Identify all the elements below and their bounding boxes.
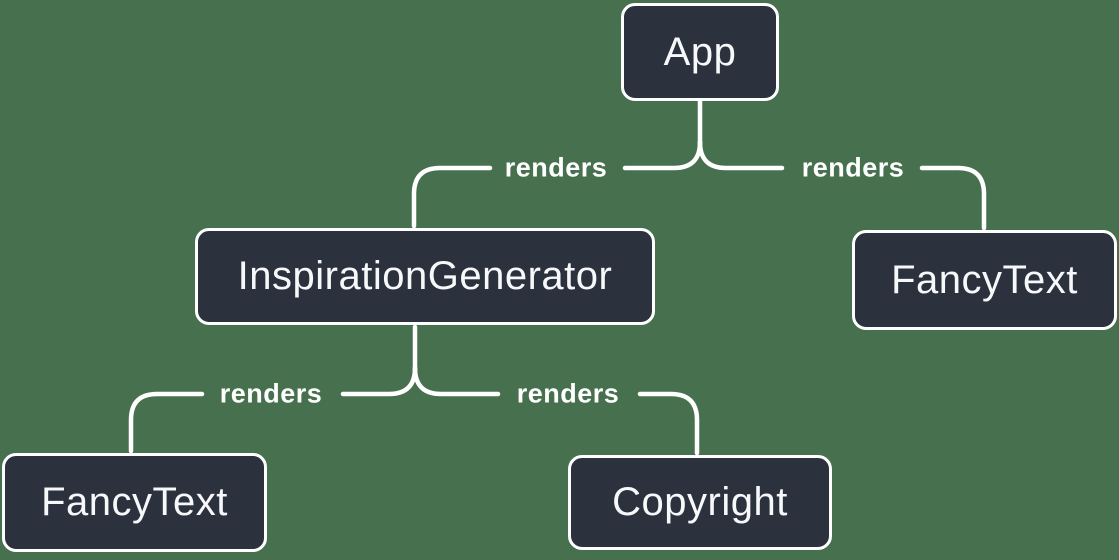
edge-app-left-flare (622, 139, 703, 171)
edge-label-app-inspiration-generator: renders (504, 152, 608, 183)
edge-ig-right-flare (412, 365, 501, 397)
edge-ig-right-drop (637, 391, 700, 456)
edge-app-right-drop (919, 165, 987, 231)
edge-label-inspiration-generator-copyright: renders (516, 378, 620, 409)
edge-label-inspiration-generator-fancy-text: renders (219, 378, 323, 409)
node-app-label: App (663, 29, 737, 74)
node-copyright-label: Copyright (612, 480, 788, 524)
node-app: App (621, 3, 779, 101)
edge-label-app-fancy-text: renders (801, 152, 905, 183)
node-fancy-text-top: FancyText (852, 230, 1117, 330)
edge-app-left-drop (411, 165, 493, 229)
node-fancy-text-bottom-label: FancyText (41, 480, 228, 524)
node-copyright: Copyright (568, 455, 832, 550)
edge-ig-left-flare (340, 365, 418, 397)
edge-app-right-flare (697, 139, 785, 171)
edge-ig-left-drop (128, 391, 205, 454)
node-fancy-text-bottom: FancyText (2, 453, 267, 552)
node-inspiration-generator-label: InspirationGenerator (237, 254, 613, 298)
node-fancy-text-top-label: FancyText (891, 257, 1078, 302)
node-inspiration-generator: InspirationGenerator (195, 228, 655, 325)
